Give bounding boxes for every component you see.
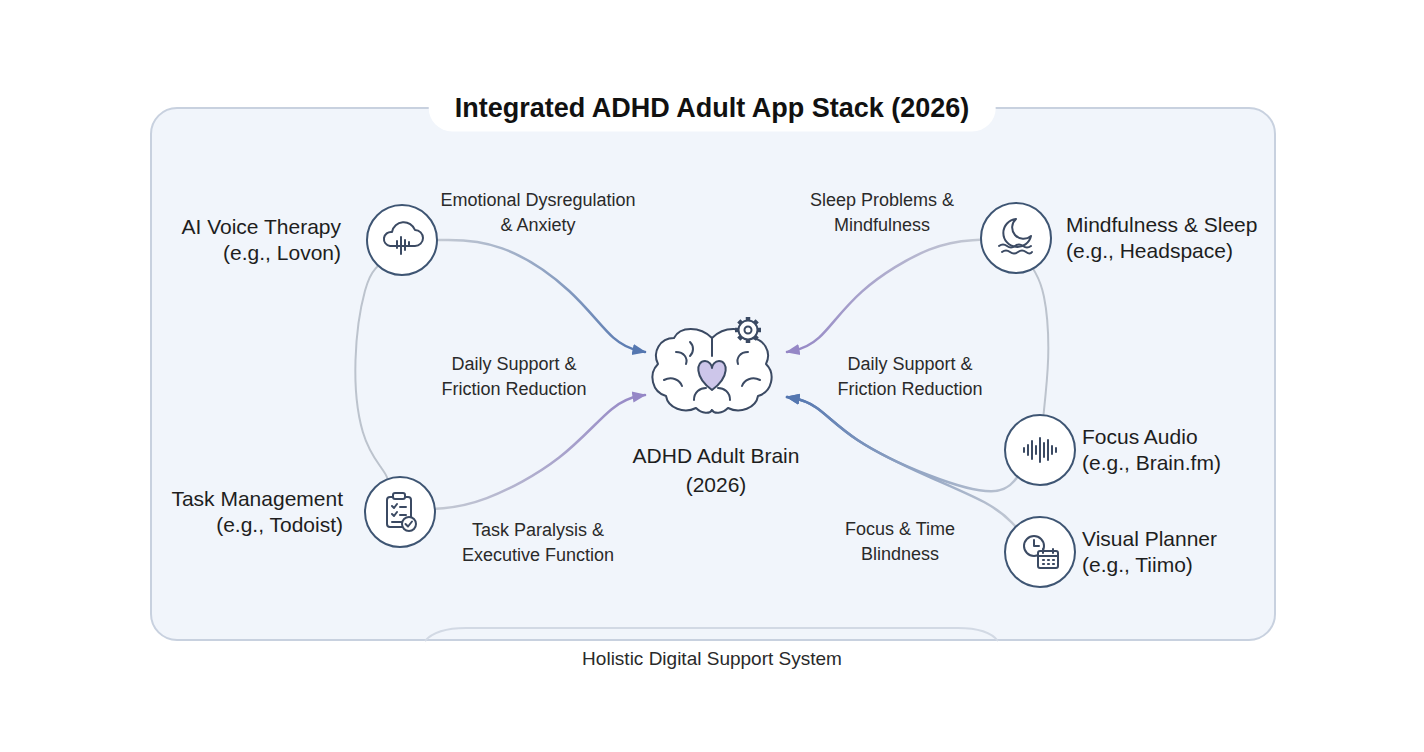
gear-icon (735, 317, 761, 343)
clock-calendar-icon (1024, 536, 1058, 568)
connector-group (355, 240, 1048, 526)
clipboard-icon (387, 493, 416, 531)
connector (355, 266, 387, 478)
node-title: AI Voice Therapy (181, 214, 341, 240)
node-label-group: AI Voice Therapy(e.g., Lovon) (181, 214, 341, 266)
app-circle: Focus Audio(e.g., Brain.fm) (1004, 414, 1076, 486)
node-label-group: Visual Planner(e.g., Tiimo) (1082, 526, 1217, 578)
node-label-group: Focus Audio(e.g., Brain.fm) (1082, 424, 1221, 476)
connector (436, 395, 645, 509)
node-subtitle: (e.g., Brain.fm) (1082, 450, 1221, 476)
waveform-icon (1024, 438, 1056, 462)
node-title: Focus Audio (1082, 424, 1221, 450)
node-label-group: ADHD Adult Brain (2026) (624, 441, 809, 499)
node-title: Mindfulness & Sleep (1066, 212, 1257, 238)
node-title: ADHD Adult Brain (2026) (624, 441, 809, 499)
node-subtitle: (e.g., Tiimo) (1082, 552, 1217, 578)
node-title: Task Management (171, 486, 343, 512)
app-circle: Mindfulness & Sleep(e.g., Headspace) (980, 202, 1052, 274)
node-subtitle: (e.g., Lovon) (181, 240, 341, 266)
moon-icon (999, 219, 1032, 254)
node-title: Visual Planner (1082, 526, 1217, 552)
connector (787, 397, 1015, 526)
connector (438, 240, 645, 352)
app-circle: Task Management(e.g., Todoist) (364, 476, 436, 548)
app-circle: Visual Planner(e.g., Tiimo) (1004, 516, 1076, 588)
node-label-group: Task Management(e.g., Todoist) (171, 486, 343, 538)
cloud-voice-icon (384, 222, 423, 254)
app-circle: AI Voice Therapy(e.g., Lovon) (366, 204, 438, 276)
node-subtitle: (e.g., Headspace) (1066, 238, 1257, 264)
brain-icon (652, 329, 771, 413)
connector (787, 240, 980, 352)
panel-frame (151, 108, 1275, 640)
bottom-bracket (425, 628, 998, 641)
connector (1034, 269, 1049, 414)
brain-node: ADHD Adult Brain (2026) (645, 318, 787, 425)
diagram-caption: Holistic Digital Support System (582, 648, 842, 670)
node-label-group: Mindfulness & Sleep(e.g., Headspace) (1066, 212, 1257, 264)
node-subtitle: (e.g., Todoist) (171, 512, 343, 538)
